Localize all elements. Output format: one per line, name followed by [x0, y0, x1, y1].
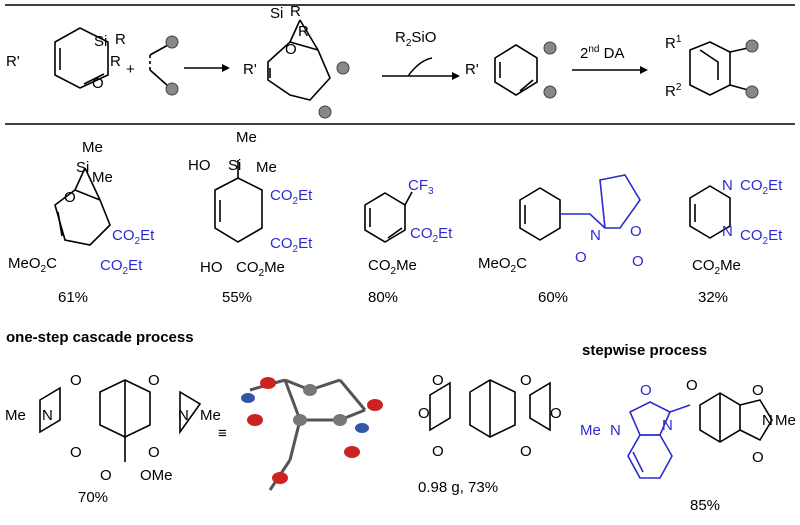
r-prime-label: R'	[243, 61, 257, 78]
bis-imide-product: O O Me N N Me O O O OMe 70%	[5, 372, 221, 506]
bis-anhydride-product: O O O O O O 0.98 g, 73%	[418, 372, 562, 496]
example-product-5: N CO2Et N CO2Et CO2Me 32%	[689, 177, 783, 306]
ester-label: CO2Et	[100, 257, 143, 277]
me-label: Me	[92, 169, 113, 186]
me-label: Me	[256, 159, 277, 176]
o-label: O	[148, 372, 160, 389]
equivalence-symbol: ≡	[218, 425, 227, 442]
second-da-label: 2nd DA	[580, 44, 624, 62]
me-label: Me	[200, 407, 221, 424]
o-label: O	[92, 75, 104, 92]
me-label: Me	[775, 412, 796, 429]
o-label: O	[520, 443, 532, 460]
ester-label: CO2Me	[368, 257, 417, 277]
n-label: N	[722, 223, 733, 240]
stepwise-title: stepwise process	[582, 342, 707, 359]
ester-label: CO2Me	[236, 259, 285, 279]
o-label: O	[686, 377, 698, 394]
ester-label: CO2Et	[740, 227, 783, 247]
ester-label: CO2Me	[692, 257, 741, 277]
r2-label: R2	[665, 82, 682, 100]
o-label: O	[70, 372, 82, 389]
si-label: Si	[94, 33, 107, 50]
example-product-3: CF3 CO2Et CO2Me 80%	[364, 177, 453, 306]
r-prime-label: R'	[465, 61, 479, 78]
n-label: N	[590, 227, 601, 244]
o-label: O	[64, 189, 76, 206]
cascade-title: one-step cascade process	[6, 329, 194, 346]
plus-sign: +	[126, 61, 135, 78]
o-label: O	[752, 382, 764, 399]
example-product-4: MeO2C O N O O 60%	[478, 174, 644, 306]
o-label: O	[285, 41, 297, 58]
me-label: Me	[5, 407, 26, 424]
bicyclooctene-product: R1 R2	[665, 34, 759, 100]
ester-label: CO2Et	[270, 235, 313, 255]
yield-label: 55%	[222, 289, 252, 306]
ester-label: CO2Et	[410, 225, 453, 245]
o-label: O	[432, 443, 444, 460]
example-product-2: Me HO Si Me CO2Et CO2Et HO CO2Me 55%	[188, 129, 313, 306]
byproduct-label: R2SiO	[395, 29, 436, 49]
r-label: R	[290, 3, 301, 20]
o-label: O	[520, 372, 532, 389]
extrusion-arrow: R2SiO	[382, 29, 460, 80]
o-label: O	[432, 372, 444, 389]
yield-label: 61%	[58, 289, 88, 306]
me-label: Me	[580, 422, 601, 439]
second-da-arrow: 2nd DA	[572, 44, 648, 74]
ester-label: MeO2C	[8, 255, 57, 275]
ester-label: CO2Et	[270, 187, 313, 207]
ome-label: OMe	[140, 467, 173, 484]
arene-product: R'	[465, 41, 557, 99]
dienophile	[149, 35, 179, 96]
ho-label: HO	[188, 157, 211, 174]
yield-label: 80%	[368, 289, 398, 306]
ester-label: CO2Et	[740, 177, 783, 197]
n-label: N	[42, 407, 53, 424]
yield-label: 70%	[78, 489, 108, 506]
cf3-label: CF3	[408, 177, 434, 197]
crystal-structure-image	[241, 377, 383, 491]
r-label: R	[115, 31, 126, 48]
n-label: N	[610, 422, 621, 439]
yield-label: 60%	[538, 289, 568, 306]
o-label: O	[752, 449, 764, 466]
n-label: N	[722, 177, 733, 194]
o-label: O	[148, 444, 160, 461]
yield-label: 0.98 g, 73%	[418, 479, 498, 496]
r-prime-label: R'	[6, 53, 20, 70]
o-label: O	[630, 223, 642, 240]
ester-label: MeO2C	[478, 255, 527, 275]
o-label: O	[575, 249, 587, 266]
stepwise-product: O O O Me N N N Me O 85%	[580, 377, 796, 514]
bicyclic-adduct: Si R R O R'	[243, 3, 350, 119]
o-label: O	[100, 467, 112, 484]
ester-label: CO2Et	[112, 227, 155, 247]
example-product-1: Me Si Me O CO2Et MeO2C CO2Et 61%	[8, 139, 155, 306]
me-label: Me	[236, 129, 257, 146]
n-label: N	[178, 407, 189, 424]
r-label: R	[110, 53, 121, 70]
ho-label: HO	[200, 259, 223, 276]
r-label: R	[298, 23, 309, 40]
o-label: O	[640, 382, 652, 399]
o-label: O	[70, 444, 82, 461]
si-label: Si	[270, 5, 283, 22]
r1-label: R1	[665, 34, 682, 52]
si-label: Si	[76, 159, 89, 176]
n-label: N	[662, 417, 673, 434]
o-label: O	[550, 405, 562, 422]
oxasilinane-reactant: R' Si R R O	[6, 27, 126, 92]
yield-label: 32%	[698, 289, 728, 306]
o-label: O	[632, 253, 644, 270]
yield-label: 85%	[690, 497, 720, 514]
n-label: N	[762, 412, 773, 429]
o-label: O	[418, 405, 430, 422]
me-label: Me	[82, 139, 103, 156]
si-label: Si	[228, 157, 241, 174]
